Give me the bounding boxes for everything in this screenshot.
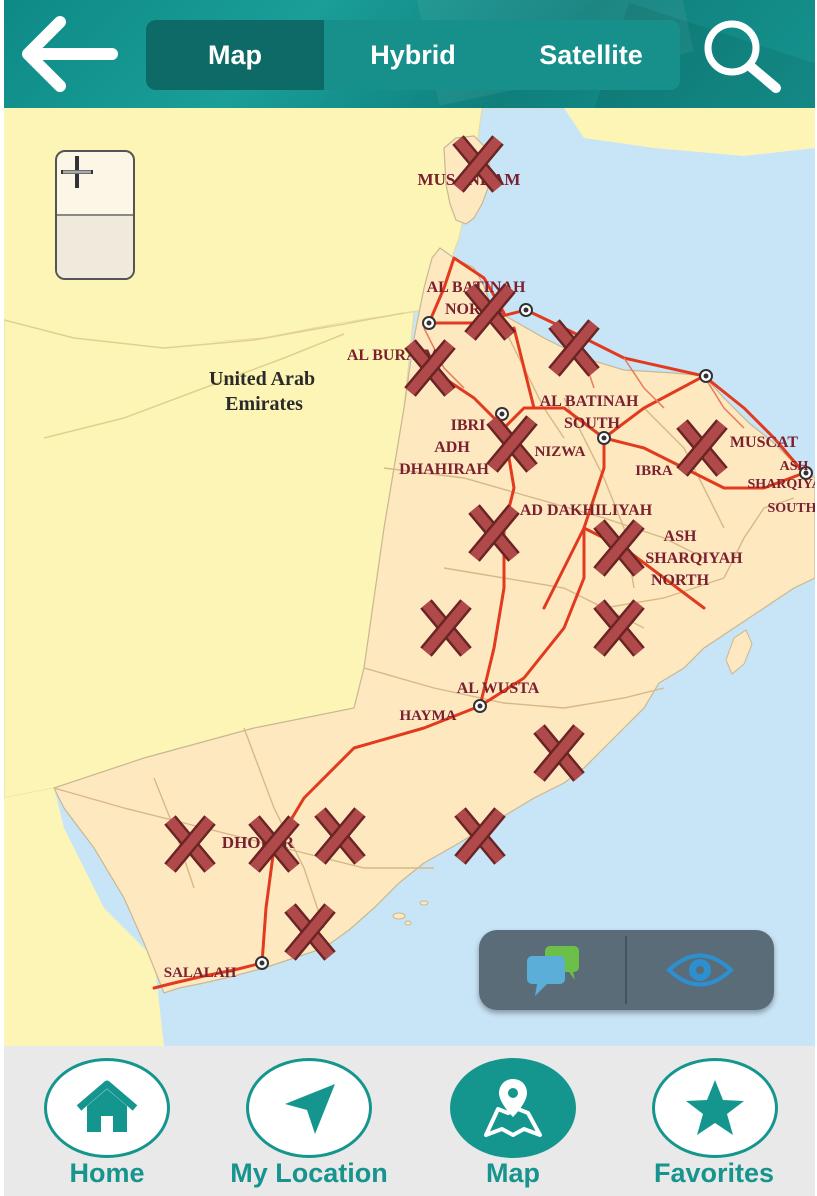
map-view[interactable]: United Arab Emirates MUSANDAM AL BATINAH… bbox=[4, 108, 815, 1046]
map-marker-x[interactable] bbox=[314, 807, 366, 865]
floating-action-bar bbox=[479, 930, 774, 1010]
region-label: SOUTH bbox=[767, 501, 815, 516]
region-label: SHARQIYAH bbox=[747, 477, 815, 492]
zoom-out-button[interactable] bbox=[57, 170, 133, 278]
top-bar: Map Hybrid Satellite bbox=[4, 0, 815, 108]
map-marker-x[interactable] bbox=[593, 599, 645, 657]
map-marker-x[interactable] bbox=[464, 283, 516, 341]
region-label: SOUTH bbox=[564, 415, 621, 432]
nav-map-circle bbox=[450, 1058, 576, 1158]
search-icon bbox=[704, 20, 781, 93]
bottom-navigation: Home My Location Map Favorites bbox=[4, 1046, 815, 1196]
divider bbox=[625, 936, 627, 1004]
map-marker-x[interactable] bbox=[284, 903, 336, 961]
nav-home-label: Home bbox=[69, 1158, 145, 1188]
region-label: AD DAKHILIYAH bbox=[520, 502, 653, 519]
country-label-line1: United Arab bbox=[209, 368, 315, 390]
map-marker-x[interactable] bbox=[593, 519, 645, 577]
nav-my-location[interactable]: My Location bbox=[214, 1046, 404, 1196]
map-marker-x[interactable] bbox=[676, 419, 728, 477]
region-label: SALALAH bbox=[164, 965, 237, 981]
back-button[interactable] bbox=[20, 14, 120, 94]
visibility-button[interactable] bbox=[627, 930, 773, 1010]
neighbor-land bbox=[564, 108, 815, 156]
nav-my-location-label: My Location bbox=[230, 1158, 388, 1188]
region-label: AL WUSTA bbox=[457, 680, 540, 697]
map-marker-x[interactable] bbox=[404, 339, 456, 397]
tab-hybrid[interactable]: Hybrid bbox=[370, 39, 456, 70]
region-label: HAYMA bbox=[400, 708, 457, 724]
region-label: ASH bbox=[664, 528, 697, 545]
country-label-line2: Emirates bbox=[225, 393, 303, 415]
map-marker-x[interactable] bbox=[248, 815, 300, 873]
map-marker-x[interactable] bbox=[452, 135, 504, 193]
region-label: ASH bbox=[780, 459, 809, 474]
chat-bubbles-icon bbox=[527, 946, 579, 996]
governorate-borders bbox=[53, 327, 795, 929]
search-button[interactable] bbox=[694, 12, 790, 96]
map-pin-icon bbox=[484, 1079, 542, 1137]
neighbor-land bbox=[4, 788, 164, 1046]
tab-satellite[interactable]: Satellite bbox=[539, 39, 643, 70]
map-marker-x[interactable] bbox=[454, 807, 506, 865]
island bbox=[404, 920, 412, 926]
island bbox=[419, 900, 429, 906]
nav-home-circle bbox=[44, 1058, 170, 1158]
star-icon bbox=[686, 1080, 744, 1135]
arrow-left-icon bbox=[22, 16, 118, 92]
map-marker-x[interactable] bbox=[468, 504, 520, 562]
region-label: ADH bbox=[434, 439, 470, 456]
nav-favorites-label: Favorites bbox=[653, 1158, 775, 1188]
map-marker-x[interactable] bbox=[420, 599, 472, 657]
marker-layer bbox=[164, 135, 728, 961]
map-marker-x[interactable] bbox=[164, 815, 216, 873]
chat-button[interactable] bbox=[479, 930, 625, 1010]
city-dots bbox=[255, 303, 813, 970]
map-marker-x[interactable] bbox=[486, 415, 538, 473]
nav-my-location-circle bbox=[246, 1058, 372, 1158]
nav-map[interactable]: Map bbox=[440, 1046, 586, 1196]
region-label: IBRA bbox=[635, 463, 673, 479]
region-label: DHAHIRAH bbox=[399, 461, 489, 478]
map-type-selector: Map Hybrid Satellite bbox=[146, 20, 680, 90]
map-marker-x[interactable] bbox=[533, 724, 585, 782]
nav-favorites-circle bbox=[652, 1058, 778, 1158]
region-label: NORTH bbox=[651, 572, 710, 589]
region-label: SHARQIYAH bbox=[645, 550, 743, 567]
region-label: IBRI bbox=[451, 417, 486, 434]
region-label: NIZWA bbox=[535, 444, 586, 460]
masirah-island bbox=[725, 629, 753, 675]
neighbor-border bbox=[4, 312, 405, 439]
tab-map[interactable]: Map bbox=[146, 20, 324, 90]
home-icon bbox=[76, 1080, 138, 1132]
nav-favorites[interactable]: Favorites bbox=[634, 1046, 794, 1196]
nav-map-label: Map bbox=[486, 1158, 540, 1188]
eye-icon bbox=[666, 953, 734, 987]
map-marker-x[interactable] bbox=[548, 319, 600, 377]
island bbox=[392, 912, 406, 920]
nav-home[interactable]: Home bbox=[34, 1046, 180, 1196]
zoom-control bbox=[55, 150, 135, 280]
region-label: AL BATINAH bbox=[540, 393, 639, 410]
location-arrow-icon bbox=[285, 1084, 335, 1134]
minus-icon bbox=[63, 170, 91, 174]
region-label: MUSCAT bbox=[730, 434, 798, 451]
